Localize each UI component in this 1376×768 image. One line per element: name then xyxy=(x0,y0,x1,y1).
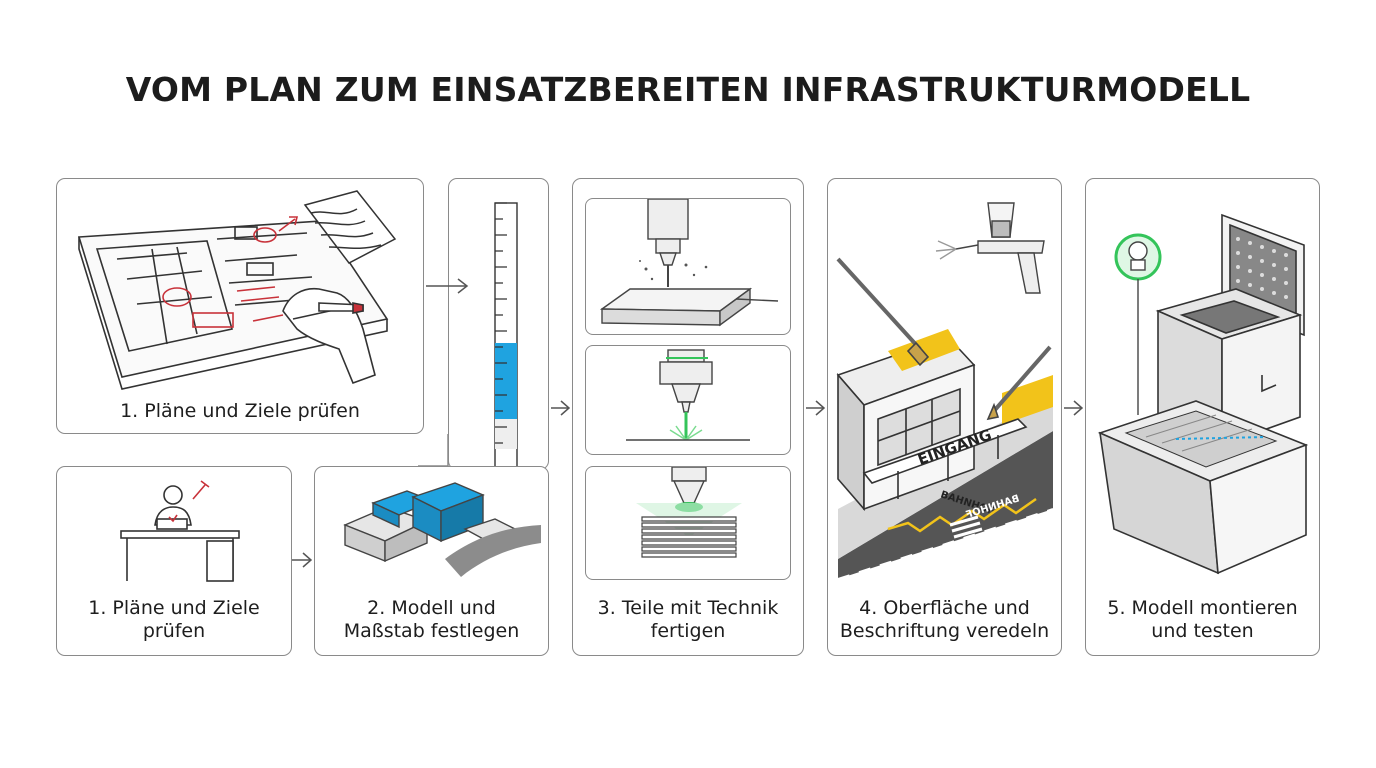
building-blocks-icon xyxy=(343,482,541,577)
cnc-milling-frame xyxy=(585,198,791,335)
page-title: VOM PLAN ZUM EINSATZBEREITEN INFRASTRUKT… xyxy=(125,70,1251,109)
step-label-plans-large: 1. Pläne und Ziele prüfen xyxy=(120,400,360,422)
transport-case-illustration xyxy=(1097,213,1309,575)
plans-illustration xyxy=(77,190,397,390)
step-label-manufacturing: 3. Teile mit Technik fertigen xyxy=(597,597,779,642)
step-panel-surface: EINGANG BAHNHOF BAHNHOF 4. Oberfläche un… xyxy=(827,178,1062,656)
arrow-manufacturing-to-surface xyxy=(806,400,826,416)
arrow-surface-to-assembly xyxy=(1064,400,1084,416)
cnc-milling-icon xyxy=(599,199,779,327)
drawing-board-icon xyxy=(77,220,389,390)
terrain-map-icon xyxy=(303,190,397,264)
airbrush-icon xyxy=(935,202,1045,294)
station-building-icon xyxy=(836,329,1028,512)
step-panel-assembly: 5. Modell montieren und testen xyxy=(1085,178,1320,656)
step-label-assembly: 5. Modell montieren und testen xyxy=(1107,597,1298,642)
3d-printing-frame xyxy=(585,466,791,580)
connector-ruler-to-model xyxy=(418,434,449,467)
3d-printer-icon xyxy=(636,467,742,558)
desk-illustration xyxy=(120,480,240,582)
foam-dots-icon xyxy=(1236,237,1288,299)
step-panel-scale-ruler xyxy=(448,178,549,471)
step-label-plans-small: 1. Pläne und Ziele prüfen xyxy=(88,597,260,642)
red-pen-icon xyxy=(168,480,210,523)
arrow-plans-to-ruler xyxy=(426,278,469,294)
station-model-illustration: EINGANG BAHNHOF BAHNHOF xyxy=(836,202,1054,580)
scale-ruler-icon xyxy=(494,202,518,471)
red-annotations-icon xyxy=(162,216,299,328)
city-model-illustration xyxy=(343,482,541,577)
laser-cutting-frame xyxy=(585,345,791,455)
step-panel-model-scale: 2. Modell und Maßstab festlegen xyxy=(314,466,549,656)
person-at-desk-icon xyxy=(120,485,240,582)
paintbrush-icon xyxy=(836,257,1052,421)
step-label-model-scale: 2. Modell und Maßstab festlegen xyxy=(343,597,520,642)
laser-cutter-icon xyxy=(626,349,750,441)
step-panel-manufacturing: 3. Teile mit Technik fertigen xyxy=(572,178,804,656)
step-panel-plans-large: 1. Pläne und Ziele prüfen xyxy=(56,178,424,434)
hand-with-pen-icon xyxy=(282,287,376,385)
arrow-model-to-manufacturing xyxy=(551,400,571,416)
model-base-icon xyxy=(1097,400,1309,575)
step-panel-plans-small: 1. Pläne und Ziele prüfen xyxy=(56,466,292,656)
step-label-surface: 4. Oberfläche und Beschriftung veredeln xyxy=(839,597,1050,642)
arrow-desk-to-model xyxy=(292,552,313,568)
test-light-icon xyxy=(1114,233,1162,415)
